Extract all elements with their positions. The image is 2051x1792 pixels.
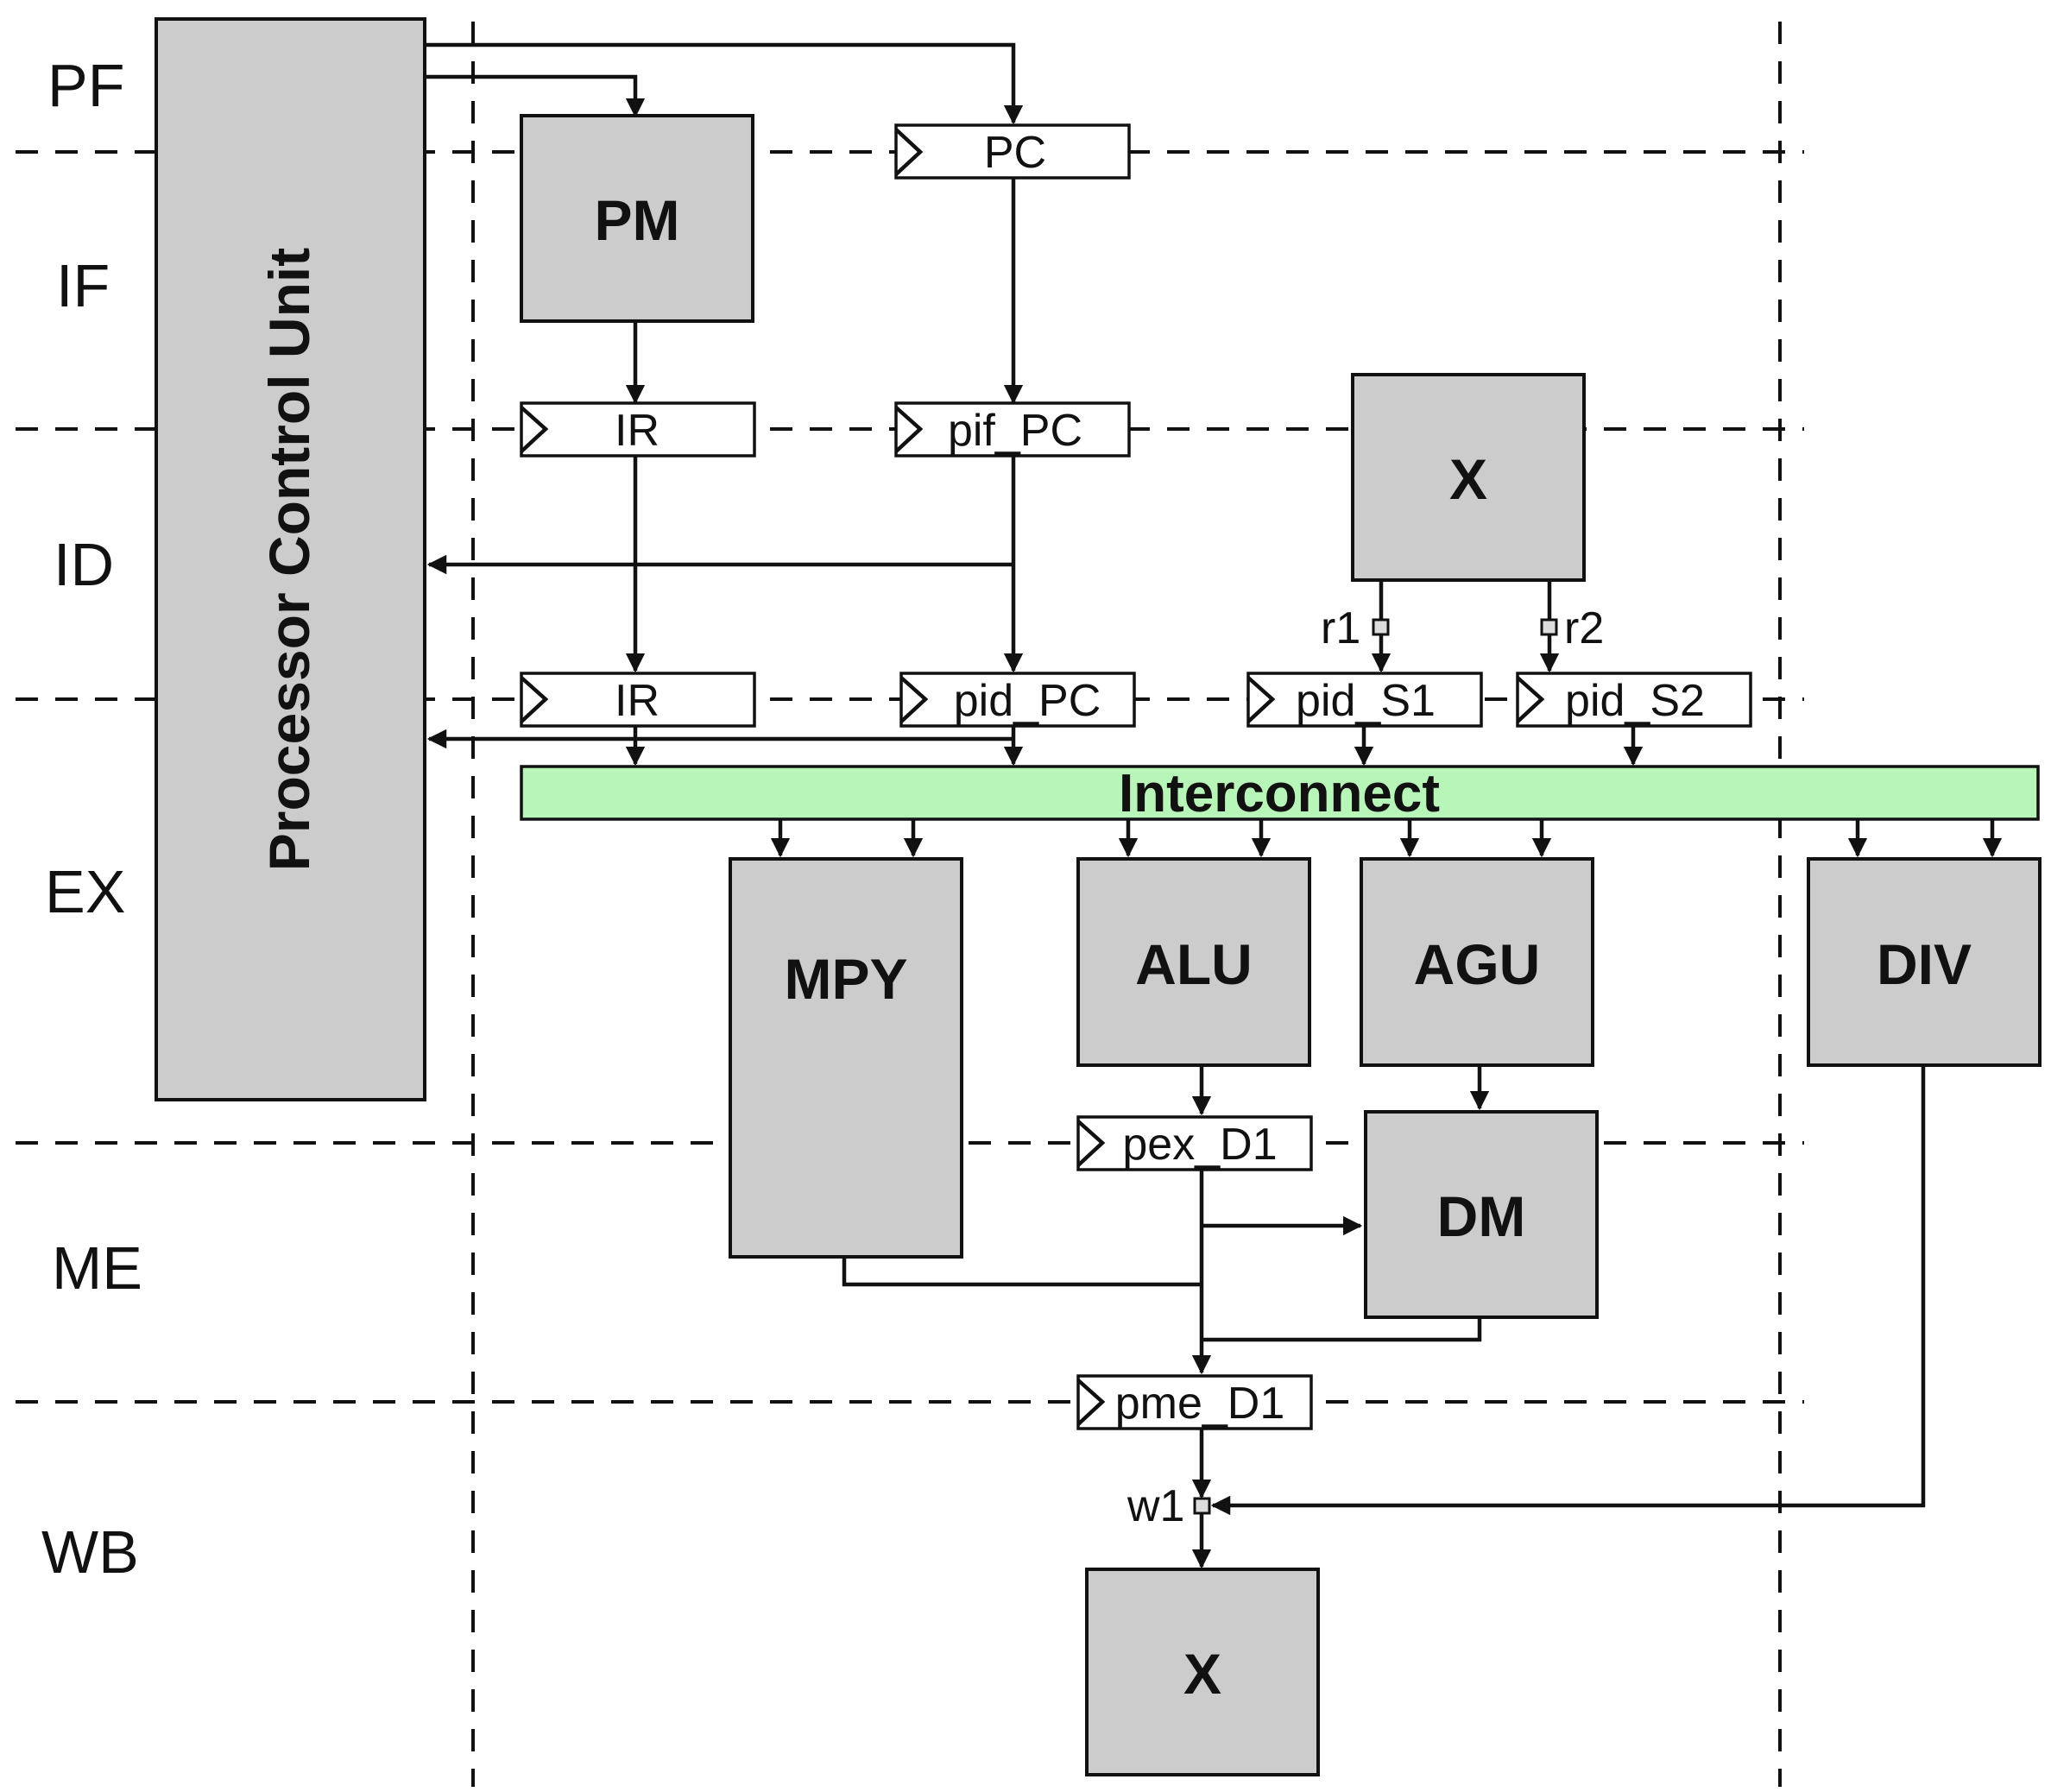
register-pid-s2-label: pid_S2: [1565, 676, 1705, 726]
register-pme-d1-label: pme_D1: [1115, 1379, 1285, 1429]
port-w1: w1: [1126, 1481, 1211, 1531]
register-pif-pc-label: pif_PC: [948, 406, 1082, 456]
block-div-label: DIV: [1877, 932, 1972, 996]
register-pid-pc-label: pid_PC: [954, 676, 1101, 726]
block-alu-label: ALU: [1135, 932, 1253, 996]
wires: [425, 42, 2003, 1569]
vertical-boundaries: [471, 22, 1782, 1787]
wire-dm-out: [1202, 1317, 1482, 1342]
register-pid-s2: pid_S2: [1516, 672, 1752, 728]
stage-labels: PF IF ID EX ME WB: [41, 52, 142, 1586]
block-div: DIV: [1807, 857, 2042, 1067]
wire-cu-to-pc: [425, 42, 1024, 125]
register-pid-s1: pid_S1: [1246, 672, 1483, 728]
register-ir-id-label: IR: [615, 676, 659, 726]
register-pid-pc: pid_PC: [899, 672, 1136, 728]
register-ir-if-label: IR: [615, 406, 659, 456]
register-ir-id: IR: [520, 672, 756, 728]
stage-label-wb: WB: [41, 1518, 139, 1586]
block-agu: AGU: [1360, 857, 1594, 1067]
interconnect-bus: Interconnect: [520, 764, 2040, 823]
wire-div-to-w1: [1210, 1065, 1926, 1516]
wire-cu-to-pm: [425, 74, 646, 118]
block-alu: ALU: [1076, 857, 1311, 1067]
stage-label-if: IF: [56, 252, 110, 319]
block-x-top: X: [1351, 373, 1586, 582]
port-r2-label: r2: [1564, 603, 1604, 653]
register-pif-pc: pif_PC: [894, 401, 1131, 457]
block-x-bottom: X: [1085, 1568, 1320, 1776]
interconnect-label: Interconnect: [1119, 764, 1440, 823]
block-x-bottom-label: X: [1183, 1642, 1221, 1706]
block-agu-label: AGU: [1414, 932, 1541, 996]
processor-control-unit-label: Processor Control Unit: [257, 248, 321, 871]
register-pid-s1-label: pid_S1: [1296, 676, 1436, 726]
port-r1: r1: [1321, 603, 1390, 653]
register-pc-label: PC: [984, 128, 1046, 178]
register-ir-if: IR: [520, 401, 756, 457]
block-pm: PM: [520, 114, 754, 323]
stage-label-pf: PF: [47, 52, 124, 119]
block-pm-label: PM: [595, 188, 680, 252]
register-pex-d1-label: pex_D1: [1122, 1120, 1277, 1170]
port-r2: r2: [1540, 603, 1604, 653]
block-x-top-label: X: [1449, 447, 1487, 511]
port-r1-label: r1: [1321, 603, 1360, 653]
block-dm: DM: [1364, 1110, 1599, 1319]
stage-label-me: ME: [52, 1234, 142, 1302]
port-w1-label: w1: [1126, 1481, 1184, 1531]
block-mpy-label: MPY: [784, 947, 907, 1011]
block-mpy: MPY: [729, 857, 963, 1259]
register-pex-d1: pex_D1: [1076, 1115, 1313, 1171]
stage-label-ex: EX: [45, 858, 125, 925]
register-pc: PC: [894, 123, 1131, 180]
register-pme-d1: pme_D1: [1076, 1374, 1313, 1430]
wire-mpy-out: [842, 1257, 1202, 1287]
stage-label-id: ID: [54, 531, 114, 598]
block-dm-label: DM: [1437, 1184, 1526, 1248]
processor-control-unit: Processor Control Unit: [155, 17, 426, 1101]
